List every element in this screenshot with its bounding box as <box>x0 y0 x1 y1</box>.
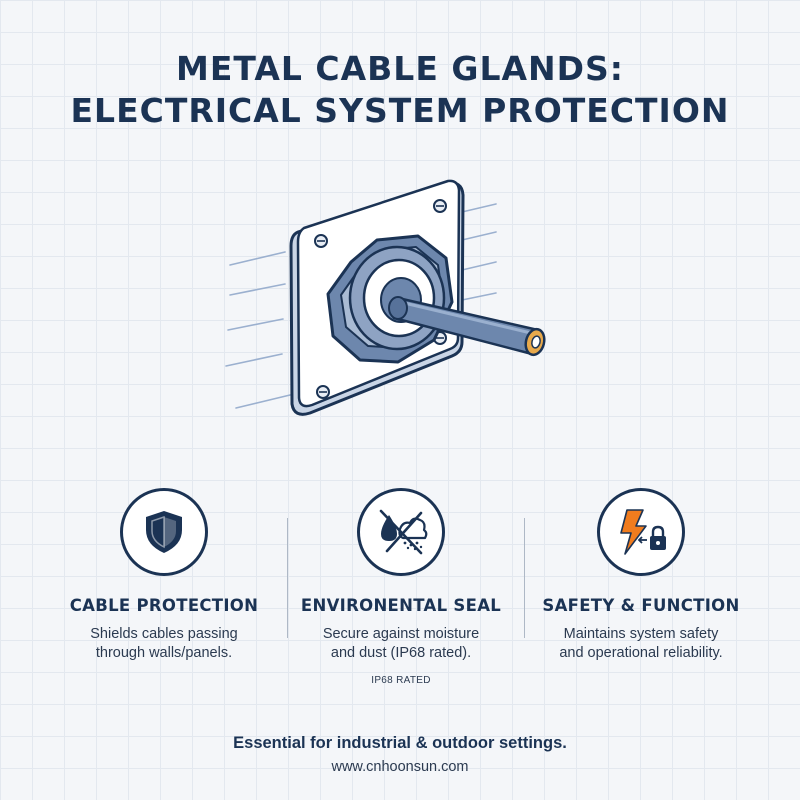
feature-description-line: through walls/panels. <box>95 645 233 661</box>
cable <box>388 296 546 357</box>
cable-gland-illustration <box>225 179 546 416</box>
feature-description-line: and operational reliability. <box>559 645 723 661</box>
feature-title: ENVIRONENTAL SEAL <box>300 596 502 615</box>
motion-lines-left <box>225 251 291 409</box>
feature-description-line: and dust (IP68 rated). <box>330 645 472 661</box>
column-divider <box>524 518 525 638</box>
footer-website: www.cnhoonsun.com <box>331 759 469 775</box>
feature-icon-circle <box>120 488 208 576</box>
feature-cable-protection: CABLE PROTECTION Shields cables passing … <box>49 488 279 663</box>
feature-safety-function: SAFETY & FUNCTION Maintains system safet… <box>526 488 756 663</box>
feature-description: Shields cables passing through walls/pan… <box>49 625 279 663</box>
lightning-lock-icon <box>620 509 666 555</box>
feature-description-line: Secure against moisture <box>322 626 480 642</box>
feature-icon-circle <box>357 488 445 576</box>
shield-icon <box>146 511 182 553</box>
feature-icon-circle <box>597 488 685 576</box>
ip68-badge: IP68 RATED <box>371 675 431 686</box>
feature-description: Maintains system safety and operational … <box>526 625 756 663</box>
motion-lines-right <box>461 203 497 301</box>
page-title: METAL CABLE GLANDS: ELECTRICAL SYSTEM PR… <box>0 48 800 132</box>
feature-title: CABLE PROTECTION <box>69 596 259 615</box>
feature-environmental-seal: ENVIRONENTAL SEAL Secure against moistur… <box>286 488 516 686</box>
no-moisture-dust-icon <box>379 509 428 555</box>
footer-tagline: Essential for industrial & outdoor setti… <box>233 734 567 752</box>
feature-description-line: Shields cables passing <box>90 626 238 642</box>
title-line-1: METAL CABLE GLANDS: <box>176 49 624 88</box>
feature-title: SAFETY & FUNCTION <box>542 596 740 615</box>
column-divider <box>287 518 288 638</box>
feature-description-line: Maintains system safety <box>563 626 719 642</box>
title-line-2: ELECTRICAL SYSTEM PROTECTION <box>70 91 730 130</box>
feature-description: Secure against moisture and dust (IP68 r… <box>286 625 516 663</box>
